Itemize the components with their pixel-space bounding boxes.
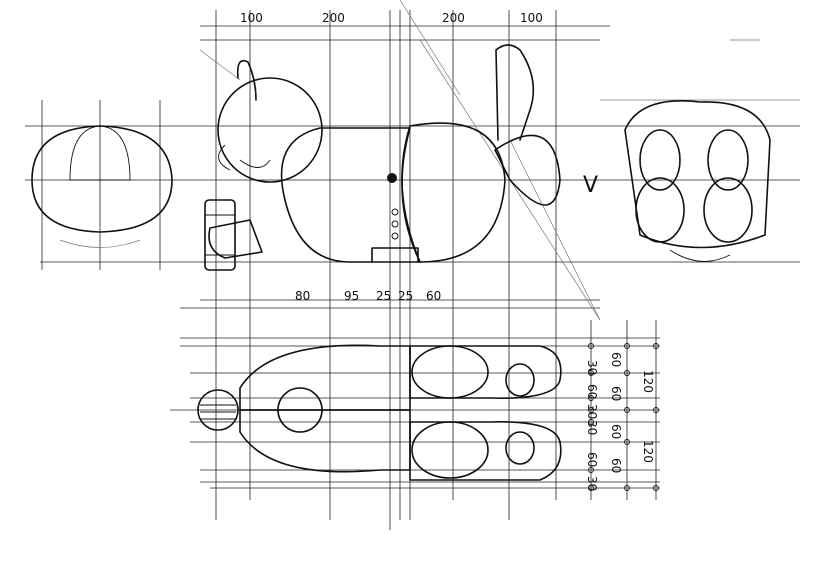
dim-right-inner-3: 30 (585, 404, 599, 419)
navel-marker (387, 173, 397, 183)
side-view-figure: V (204, 44, 598, 271)
dimension-ticks (588, 343, 659, 491)
dim-right-outer-2: 120 (641, 440, 655, 463)
dim-right-inner-6: 30 (585, 476, 599, 491)
dim-right-mid-2: 60 (609, 386, 623, 401)
dim-right-mid-4: 60 (609, 458, 623, 473)
dim-right-mid-3: 60 (609, 424, 623, 439)
dim-mid-4: 25 (398, 289, 413, 303)
dim-right-inner-1: 30 (585, 360, 599, 375)
middle-dimension-labels: 80 95 25 25 60 (295, 289, 441, 303)
rear-view-sketch (624, 100, 771, 262)
right-dimension-labels: 30 60 30 30 60 30 60 60 60 60 120 120 (585, 352, 655, 491)
top-view-figure (197, 344, 562, 481)
dim-mid-1: 80 (295, 289, 310, 303)
dim-top-2: 200 (322, 11, 345, 25)
front-view-sketch (31, 125, 173, 248)
dim-mid-2: 95 (344, 289, 359, 303)
top-dimension-labels: 100 200 200 100 (240, 11, 543, 25)
check-mark: V (583, 173, 598, 198)
dim-right-inner-2: 60 (585, 384, 599, 399)
dim-top-1: 100 (240, 11, 263, 25)
dim-top-4: 100 (520, 11, 543, 25)
dim-right-mid-1: 60 (609, 352, 623, 367)
dim-right-inner-4: 30 (585, 420, 599, 435)
dim-top-3: 200 (442, 11, 465, 25)
dim-right-inner-5: 60 (585, 452, 599, 467)
dim-right-outer-1: 120 (641, 370, 655, 393)
dim-mid-3: 25 (376, 289, 391, 303)
dim-mid-5: 60 (426, 289, 441, 303)
